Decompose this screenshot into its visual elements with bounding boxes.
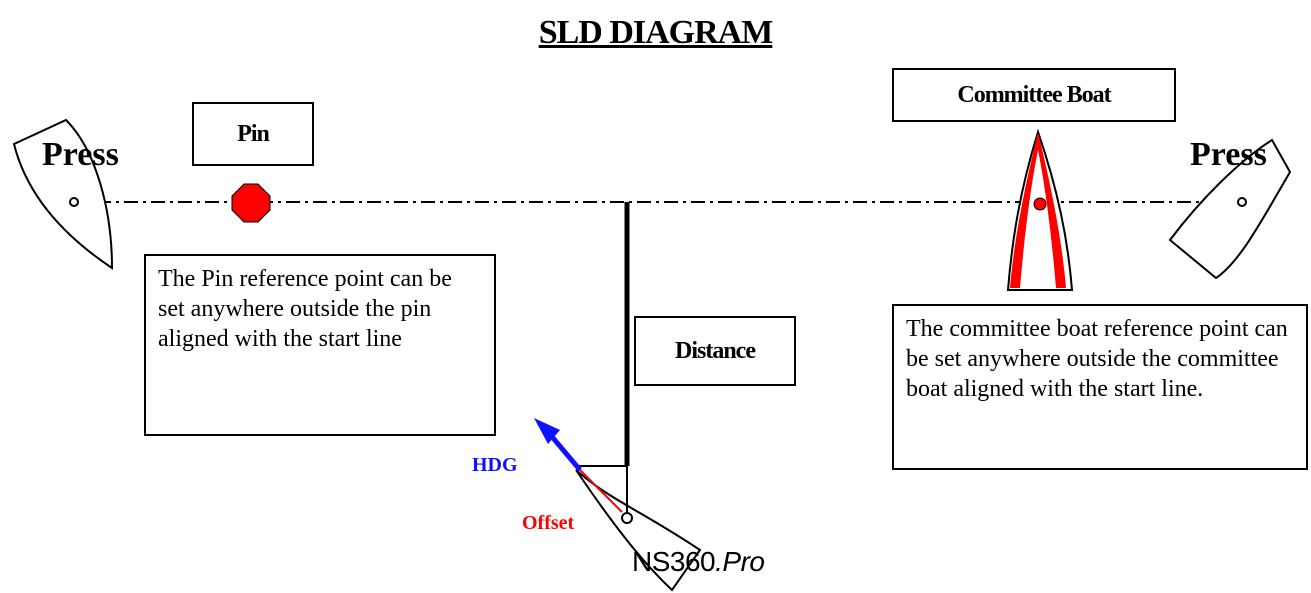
left-press-boat [12,118,114,270]
pin-label: Pin [237,120,270,147]
heading-arrow-head [534,418,560,444]
pin-label-box: Pin [192,102,314,166]
press-label-left: Press [42,136,119,173]
committee-note-box: The committee boat reference point can b… [892,304,1308,470]
distance-label-box: Distance [634,316,796,386]
pin-note-box: The Pin reference point can be set anywh… [144,254,496,436]
heading-arrow-line [546,430,582,472]
pin-mark [231,183,271,223]
right-press-boat [1168,138,1292,280]
yacht-hull [575,469,702,592]
diagram-title: SLD DIAGRAM [538,14,774,51]
committee-boat-point [1033,197,1047,211]
committee-boat-hull-red-right [1038,132,1066,288]
right-press-point [1237,197,1247,207]
offset-label: Offset [522,512,575,534]
pin-note-text: The Pin reference point can be set anywh… [158,266,452,352]
offset-line [579,469,623,513]
committee-boat-label-box: Committee Boat [892,68,1176,122]
yacht-gps-point [621,512,633,524]
committee-boat-hull-red-left [1010,132,1038,288]
brand-suffix: .Pro [715,546,765,577]
brand-main: NS360 [632,546,716,577]
committee-boat-label: Committee Boat [957,81,1111,108]
committee-note-text: The committee boat reference point can b… [906,316,1288,402]
press-label-right: Press [1190,136,1267,173]
brand-watermark: NS360.Pro [632,546,765,578]
hdg-label: HDG [472,454,518,476]
distance-label: Distance [675,337,756,364]
left-press-point [69,197,79,207]
